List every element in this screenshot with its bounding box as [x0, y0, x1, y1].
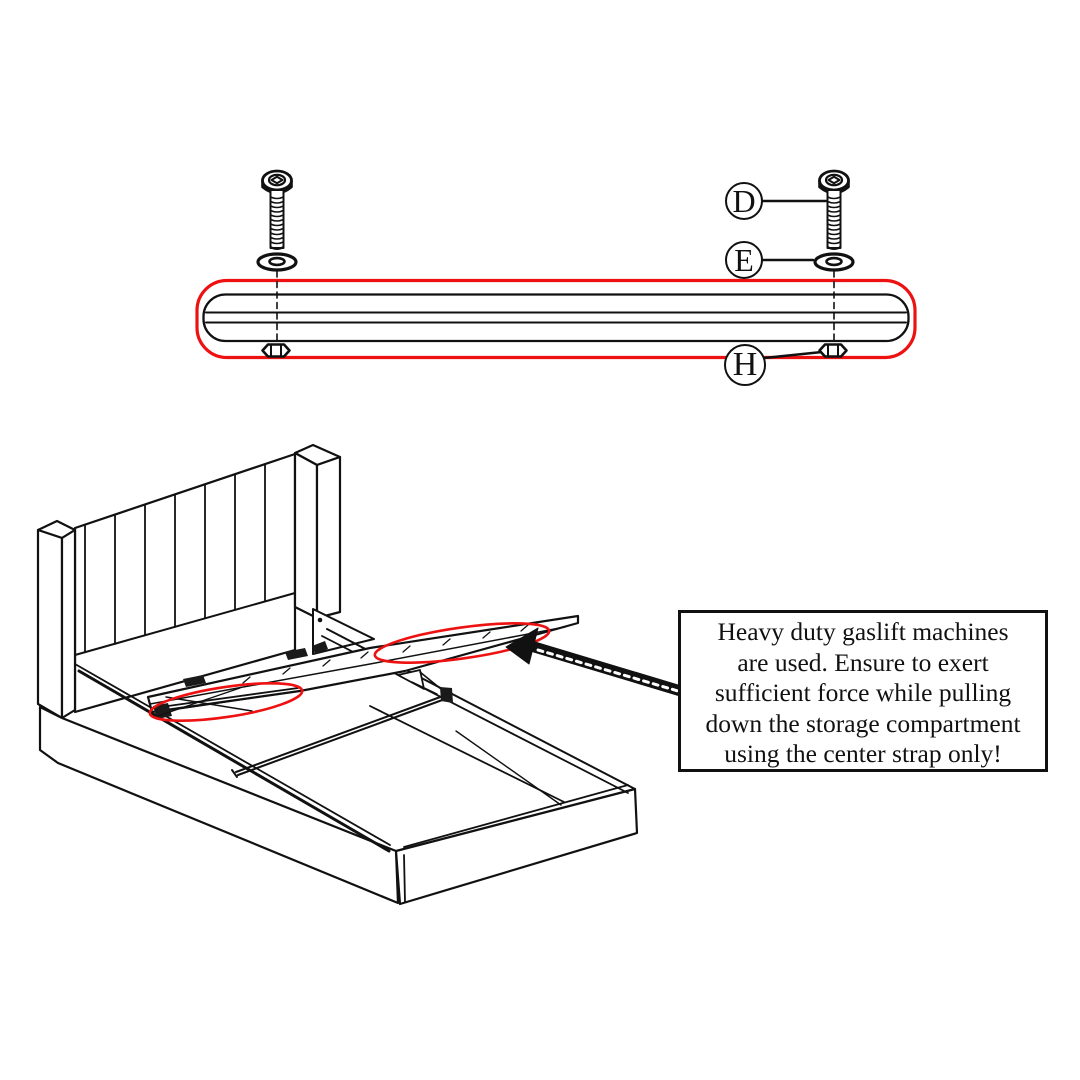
center-bar-drawing: [231, 695, 446, 778]
headboard-channel-lines: [84, 463, 266, 653]
left-washer-drawing: [256, 252, 298, 272]
gaslift-struts-drawing: [153, 669, 453, 719]
callout-line: Heavy duty gaslift machines: [717, 617, 1009, 646]
leader-line-h: [762, 350, 824, 360]
side-rail-drawing: [202, 293, 910, 343]
gaslift-highlight-right: [373, 622, 551, 664]
right-nut-drawing: [818, 343, 848, 358]
storage-box-drawing: [38, 628, 639, 906]
callout-arrow: [505, 627, 690, 698]
gaslift-highlights: [148, 622, 551, 722]
label-circle-e: E: [725, 241, 763, 279]
washer-label: E: [734, 242, 754, 278]
callout-line: down the storage compartment: [705, 708, 1021, 738]
leader-lines: [761, 199, 828, 360]
bolt-label: D: [732, 183, 756, 219]
slat-end-ticks: [242, 624, 529, 684]
gaslift-highlight-left: [148, 682, 304, 722]
callout-line: using the center strap only!: [724, 739, 1002, 768]
callout-box: Heavy duty gaslift machines are used. En…: [678, 610, 1048, 772]
headboard-drawing: [36, 443, 375, 720]
label-circle-h: H: [724, 344, 766, 386]
left-nut-drawing: [261, 343, 291, 358]
right-bolt-drawing: [818, 169, 850, 250]
left-bolt-drawing: [261, 169, 293, 250]
right-washer-drawing: [813, 252, 855, 272]
label-circle-d: D: [725, 182, 763, 220]
callout-line: are used. Ensure to exert: [737, 647, 989, 677]
callout-line: sufficient force while pulling: [714, 678, 1012, 707]
nut-label: H: [732, 346, 758, 383]
bed-frame-drawing: [36, 443, 639, 906]
